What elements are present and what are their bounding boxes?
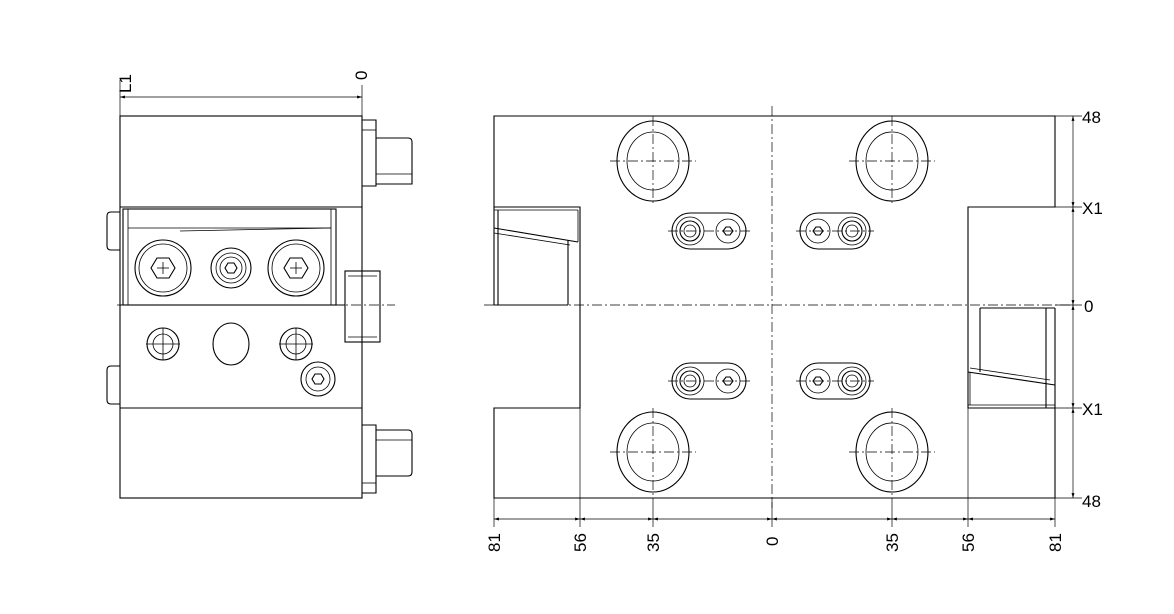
left-tab-top	[106, 211, 120, 251]
dim-right-label: 48	[1082, 492, 1101, 511]
front-view: 48 X1 0 X1 48 81 56 35 0 35 56	[484, 106, 1103, 552]
side-hole-right	[279, 327, 313, 361]
dim-bottom-label: 0	[763, 537, 782, 546]
hex-screw-left	[134, 239, 192, 297]
hex-screw-right	[267, 239, 325, 297]
dim-bottom-label: 56	[571, 533, 590, 552]
screw-pair-top-right	[796, 212, 874, 250]
counterbore-bottom-left	[610, 408, 696, 498]
dim-bottom-label: 35	[644, 533, 663, 552]
dim-bottom-label: 81	[485, 533, 504, 552]
horizontal-dimension-chain: 81 56 35 0 35 56 81	[485, 408, 1065, 552]
screw-pair-top-left	[668, 212, 750, 250]
side-hole-center	[212, 322, 250, 366]
side-key-block	[344, 270, 381, 343]
side-body-outline	[119, 115, 363, 499]
dim-zero-label-side: 0	[352, 71, 371, 80]
stud-bottom	[362, 424, 413, 494]
dim-right-label: X1	[1082, 400, 1103, 419]
side-small-screw	[300, 361, 336, 397]
side-view: L1 0	[106, 71, 413, 499]
counterbore-bottom-right	[849, 408, 935, 498]
screw-pair-bottom-right	[796, 362, 874, 400]
left-slot-insert	[493, 207, 579, 306]
side-hole-left	[146, 327, 180, 361]
vertical-dimension-chain: 48 X1 0 X1 48	[1055, 108, 1103, 511]
right-slot-insert	[967, 307, 1056, 408]
screw-pair-bottom-left	[668, 362, 750, 400]
hex-screw-center	[210, 247, 252, 289]
dim-L1-label: L1	[116, 74, 135, 93]
dim-right-label: 0	[1084, 297, 1093, 316]
left-tab-bottom	[106, 365, 120, 405]
dim-right-label: 48	[1082, 108, 1101, 127]
dim-bottom-label: 35	[883, 533, 902, 552]
dim-right-label: X1	[1082, 199, 1103, 218]
front-body-outline	[493, 115, 1056, 499]
dim-bottom-label: 56	[959, 533, 978, 552]
counterbore-top-right	[849, 116, 935, 206]
stud-top	[362, 119, 413, 187]
counterbore-top-left	[610, 116, 696, 206]
dim-bottom-label: 81	[1046, 533, 1065, 552]
